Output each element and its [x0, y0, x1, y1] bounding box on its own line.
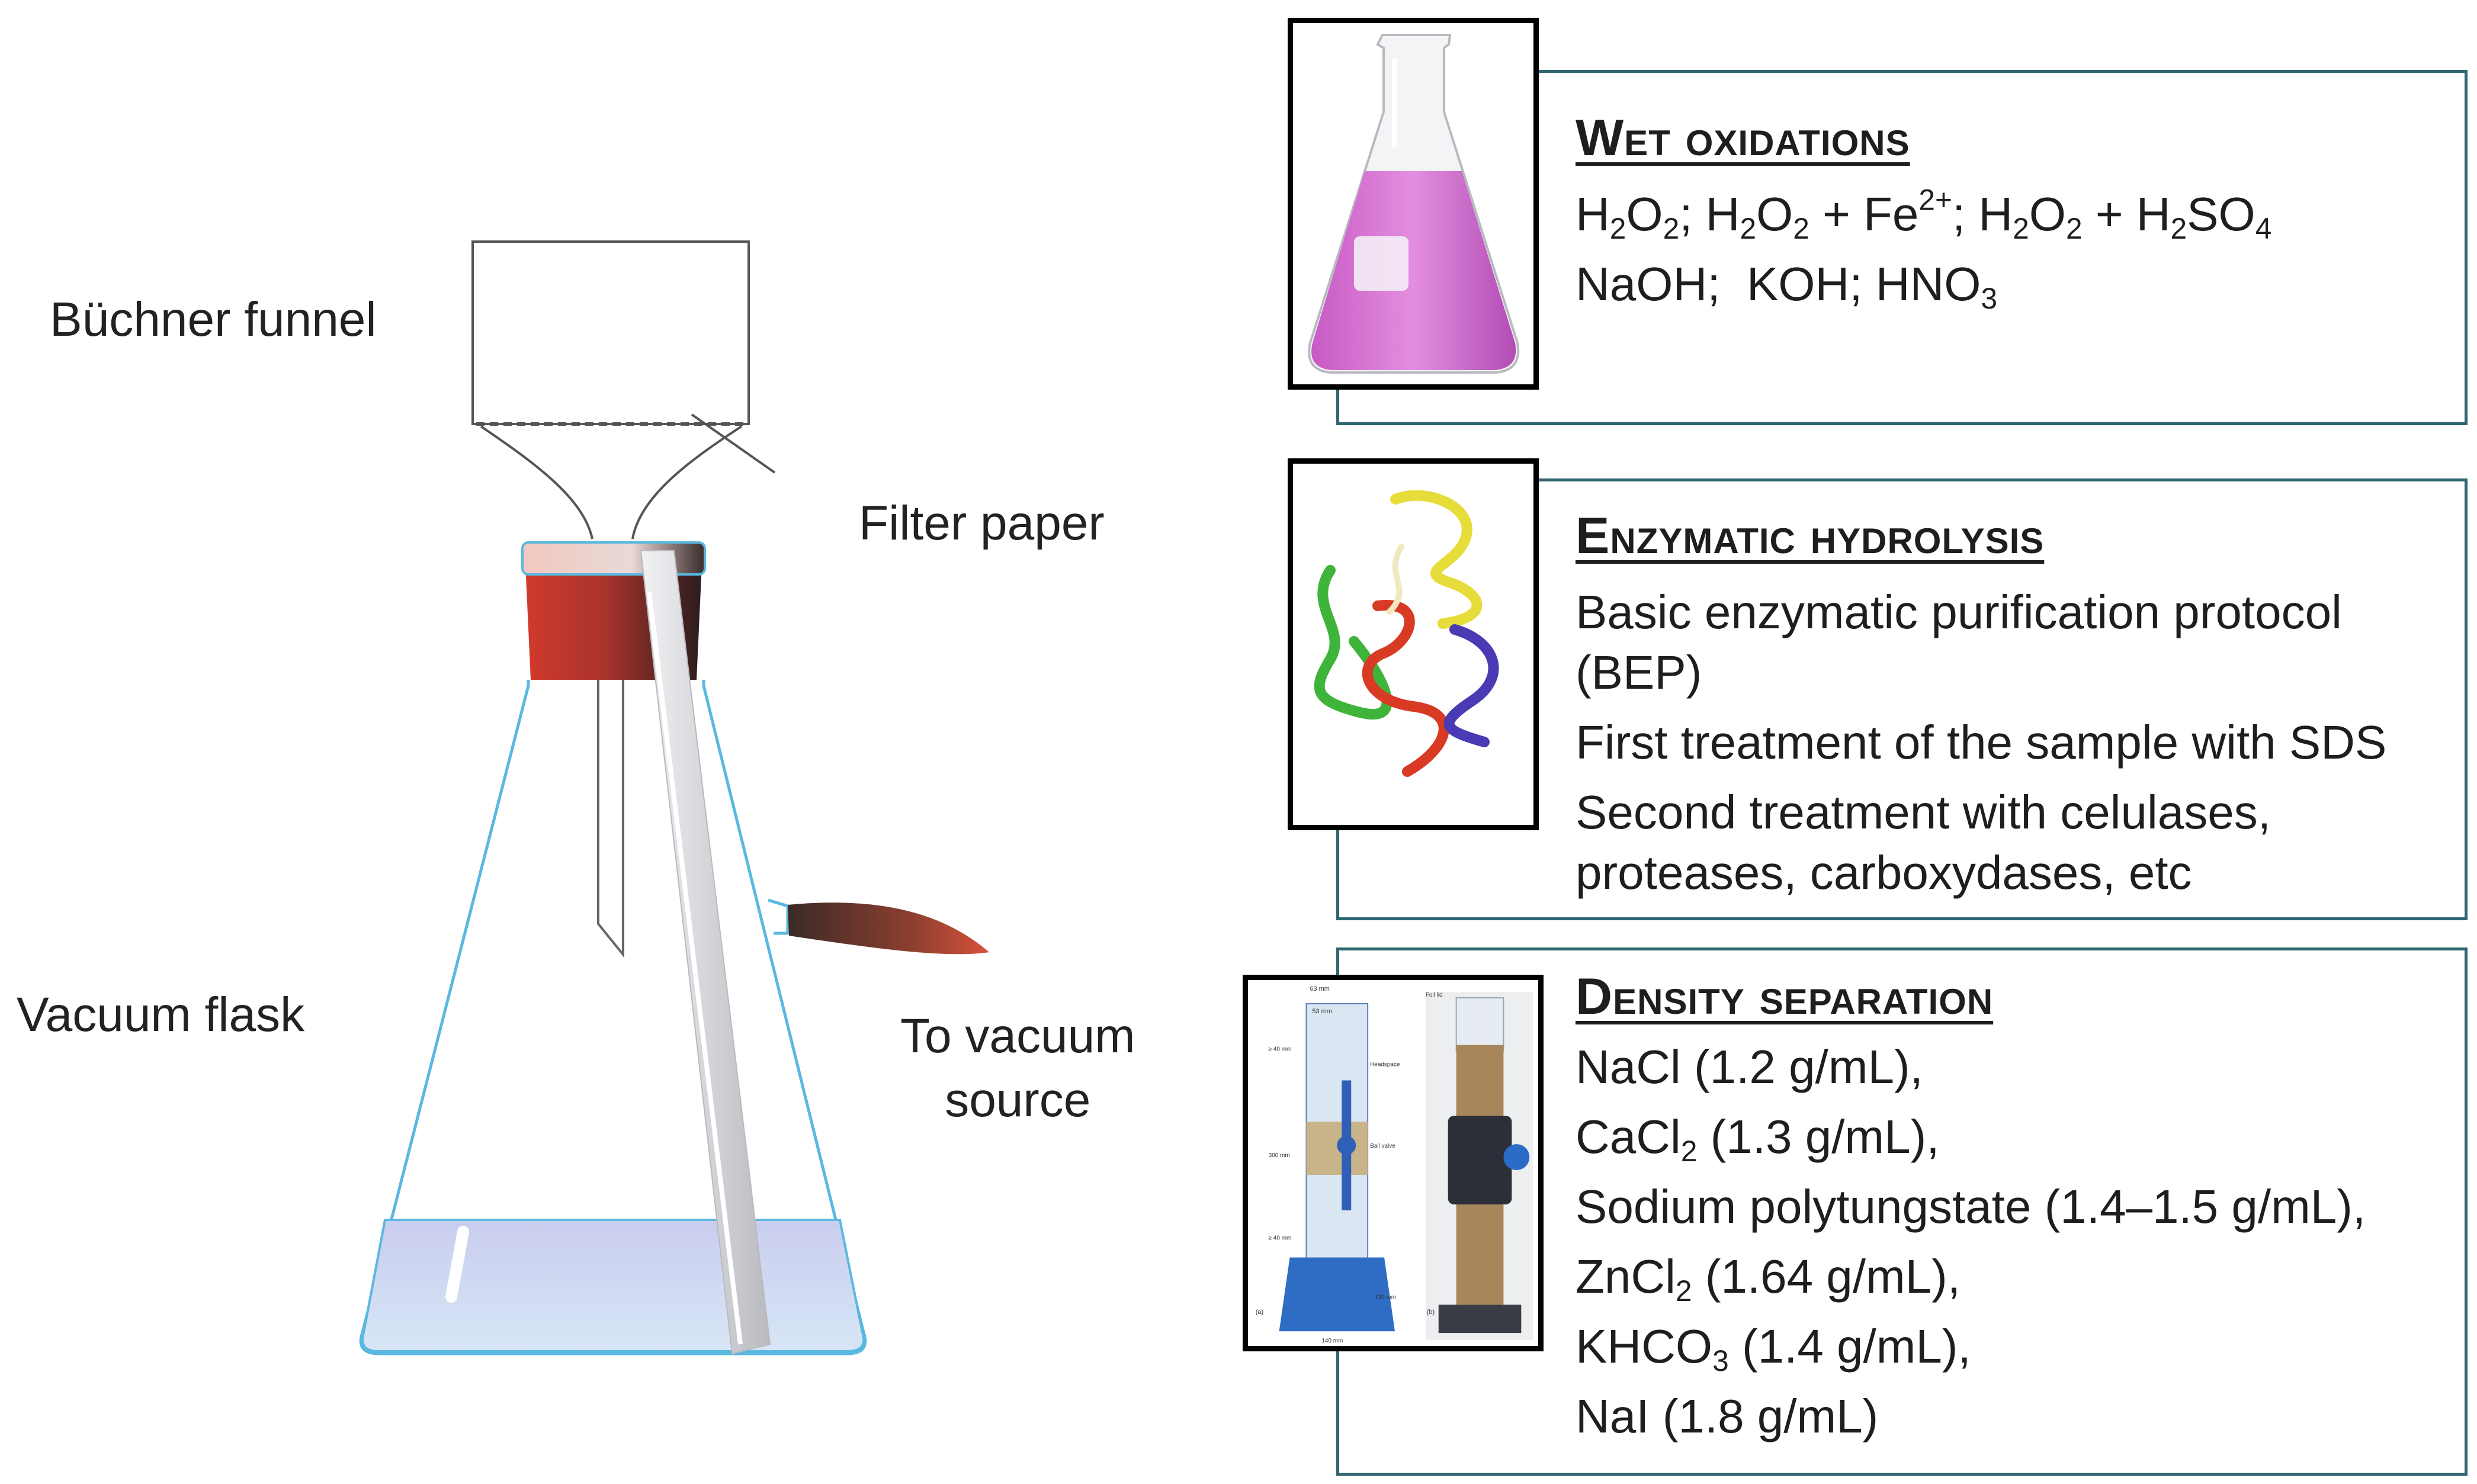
- thumb-label-w-inner: 53 mm: [1312, 1008, 1331, 1015]
- density-item-cacl2: CaCl2 (1.3 g/mL),: [1576, 1110, 1940, 1168]
- enzymatic-item-bep-line1: Basic enzymatic purification protocol: [1576, 586, 2342, 638]
- title-wet-oxidations: Wet oxidations: [1576, 110, 1910, 166]
- label-buchner-funnel: Büchner funnel: [50, 293, 377, 346]
- label-vacuum-source-line1: To vacuum: [900, 1009, 1135, 1063]
- density-item-khco3: KHCO3 (1.4 g/mL),: [1576, 1320, 1971, 1377]
- thumb-label-h2: 300 mm: [1269, 1152, 1290, 1159]
- density-item-zncl2: ZnCl2 (1.64 g/mL),: [1576, 1250, 1961, 1308]
- thumbnail-separation-column: 63 mm 53 mm ≥ 40 mm 300 mm ≥ 40 mm Heads…: [1243, 975, 1544, 1351]
- wet-oxidation-reagents-2: NaOH; KOH; HNO3: [1576, 258, 1998, 315]
- stopper-top: [521, 541, 706, 576]
- thumbnail-erlenmeyer-flask: [1288, 18, 1539, 390]
- funnel-stem: [480, 425, 743, 539]
- density-item-nai: NaI (1.8 g/mL): [1576, 1390, 1879, 1443]
- enzymatic-item-sds: First treatment of the sample with SDS: [1576, 716, 2387, 769]
- wet-oxidation-reagents-1: H2O2; H2O2 + Fe2+; H2O2 + H2SO4: [1576, 183, 2272, 245]
- flask-side-arm: [768, 898, 790, 935]
- vacuum-filtration-apparatus: [359, 240, 989, 1355]
- density-item-polytungstate: Sodium polytungstate (1.4–1.5 g/mL),: [1576, 1180, 2366, 1233]
- thumb-label-h3: ≥ 40 mm: [1269, 1235, 1292, 1242]
- glass-tube: [640, 550, 771, 1355]
- thumb-label-foil-lid: Foil lid: [1426, 992, 1443, 998]
- liquid-highlight: [445, 1226, 469, 1303]
- thumbnail-enzyme-structure: [1288, 458, 1539, 830]
- thumb-label-b: (b): [1427, 1309, 1435, 1316]
- density-item-nacl: NaCl (1.2 g/mL),: [1576, 1040, 1923, 1093]
- enzymatic-item-second-line1: Second treatment with celulases,: [1576, 786, 2271, 839]
- buchner-funnel: [471, 240, 750, 425]
- thumb-label-base-h: 130 mm: [1375, 1294, 1396, 1300]
- thumb-label-ball-valve: Ball valve: [1370, 1143, 1395, 1149]
- erlenmeyer-flask-picture: [1308, 34, 1520, 374]
- label-vacuum-source: To vacuum source: [900, 1009, 1135, 1128]
- label-vacuum-flask: Vacuum flask: [17, 988, 305, 1042]
- title-density-separation: Density separation: [1576, 968, 1994, 1025]
- enzyme-ribbon-picture: [1314, 490, 1499, 777]
- thumb-label-base-w: 140 mm: [1321, 1338, 1343, 1344]
- enzymatic-item-bep-line2: (BEP): [1576, 646, 1702, 699]
- label-vacuum-source-line2: source: [945, 1072, 1091, 1127]
- thumb-label-h1: ≥ 40 mm: [1269, 1046, 1292, 1053]
- separation-column-picture: 63 mm 53 mm ≥ 40 mm 300 mm ≥ 40 mm Heads…: [1256, 985, 1533, 1344]
- title-enzymatic-hydrolysis: Enzymatic hydrolysis: [1576, 507, 2045, 564]
- glass-tube-shine: [647, 592, 743, 1345]
- thumb-label-a: (a): [1256, 1309, 1263, 1316]
- vacuum-hose: [788, 902, 989, 955]
- funnel-stem-inner: [597, 680, 624, 958]
- enzymatic-item-second-line2: proteases, carboxydases, etc: [1576, 846, 2192, 899]
- thumb-label-w-top: 63 mm: [1310, 985, 1329, 992]
- filter-paper-pointer: [691, 413, 776, 474]
- thumb-label-headspace: Headspace: [1370, 1062, 1400, 1068]
- label-filter-paper: Filter paper: [859, 496, 1105, 550]
- flask-liquid: [361, 1219, 865, 1353]
